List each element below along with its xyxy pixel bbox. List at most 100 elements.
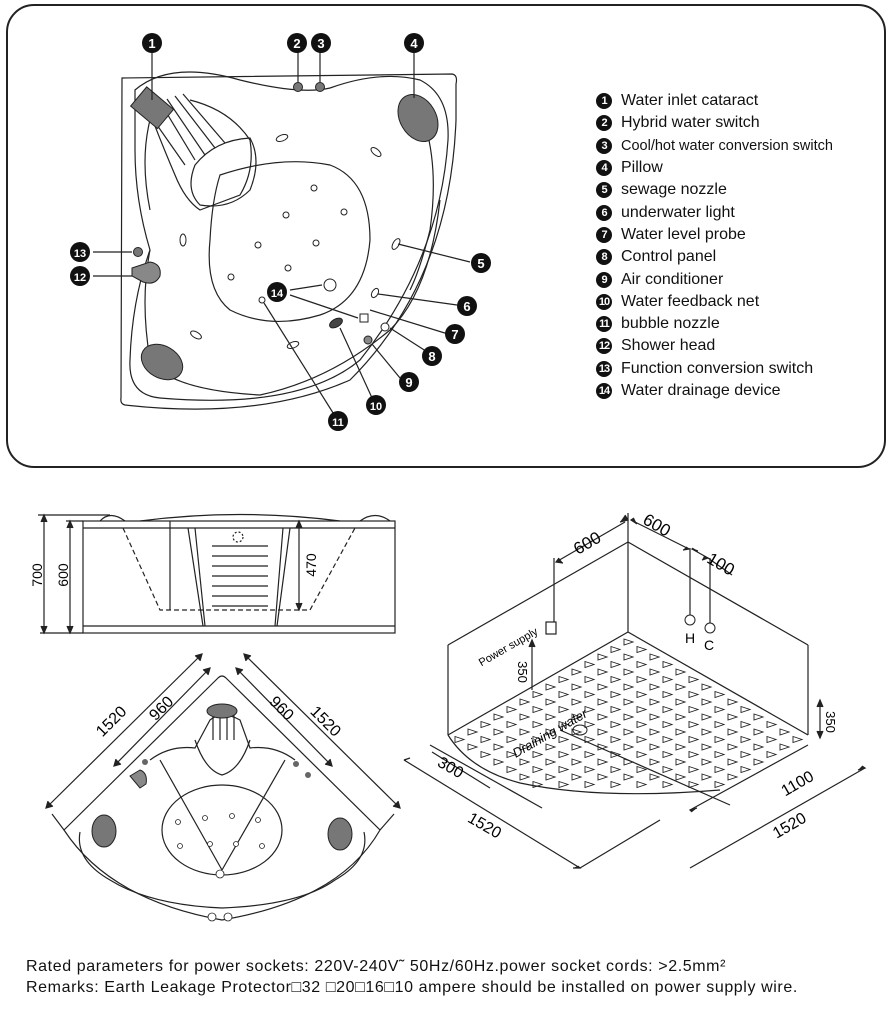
floor-triangle <box>675 698 687 706</box>
number-badge: 14 <box>596 383 612 399</box>
dim-960-right: 960 <box>266 693 297 724</box>
dim-960-left: 960 <box>146 693 177 724</box>
floor-triangle <box>610 780 622 789</box>
floor-triangle <box>675 668 687 676</box>
floor-triangle <box>623 668 635 676</box>
floor-triangle <box>714 765 726 774</box>
floor-triangle <box>636 660 648 669</box>
water-level-probe <box>359 313 369 323</box>
floor-triangle <box>649 713 661 721</box>
floor-triangle <box>649 683 661 691</box>
callout-8: 8 <box>422 346 442 366</box>
number-badge: 6 <box>596 204 612 221</box>
floor-triangle <box>714 690 726 699</box>
floor-triangle <box>480 720 492 729</box>
floor-triangle <box>584 660 596 669</box>
air-conditioner <box>363 335 373 345</box>
floor-triangle <box>610 750 622 759</box>
power-rating-note: Rated parameters for power sockets: 220V… <box>26 958 727 975</box>
dim-300: 300 <box>434 754 466 782</box>
floor-triangle <box>623 728 635 736</box>
hot-water-outlet <box>684 614 696 626</box>
legend-label: Pillow <box>621 159 663 177</box>
floor-triangle <box>688 720 700 729</box>
floor-triangle <box>688 765 700 774</box>
floor-triangle <box>688 705 700 714</box>
number-badge: 13 <box>596 360 612 377</box>
floor-triangle <box>701 773 713 781</box>
floor-triangle <box>597 713 609 721</box>
floor-triangle <box>753 728 765 736</box>
floor-triangle <box>597 728 609 736</box>
pillow-left-2 <box>91 814 117 848</box>
shower-head <box>131 261 161 284</box>
floor-triangle <box>649 668 661 676</box>
floor-triangle <box>727 728 739 736</box>
drain-device <box>323 278 337 292</box>
floor-triangle <box>792 735 804 744</box>
floor-triangle <box>545 713 557 721</box>
floor-triangle <box>727 758 739 766</box>
legend-label: Function conversion switch <box>621 359 814 377</box>
floor-triangle <box>675 758 687 766</box>
floor-triangle <box>519 773 531 781</box>
floor-triangle <box>532 765 544 774</box>
floor-triangle <box>597 668 609 676</box>
dim-100: 100 <box>704 549 738 580</box>
floor-triangle <box>597 683 609 691</box>
floor-triangle <box>506 720 518 729</box>
floor-triangle <box>740 735 752 744</box>
callout-2: 2 <box>287 33 307 53</box>
legend-label: Water drainage device <box>621 382 781 399</box>
floor-triangle <box>779 743 791 751</box>
floor-triangle <box>714 750 726 759</box>
floor-triangle <box>701 758 713 766</box>
floor-triangle <box>623 698 635 706</box>
number-badge: 11 <box>596 316 612 333</box>
legend-label: Shower head <box>621 337 716 355</box>
floor-triangle <box>610 765 622 774</box>
pillow-right <box>397 94 439 142</box>
dim-350-power: 350 <box>515 661 530 683</box>
floor-triangle <box>506 765 518 774</box>
floor-triangle <box>623 713 635 721</box>
floor-triangle <box>623 773 635 781</box>
dim-700: 700 <box>29 563 45 587</box>
dim-1100: 1100 <box>779 768 817 800</box>
side-view <box>38 513 396 635</box>
floor-triangle <box>597 743 609 751</box>
components-panel <box>6 4 886 468</box>
floor-triangle <box>532 750 544 759</box>
floor-triangle <box>727 743 739 751</box>
floor-triangle <box>636 750 648 759</box>
floor-triangle <box>558 675 570 684</box>
floor-triangle <box>766 735 778 744</box>
legend-label: Water feedback net <box>621 292 760 310</box>
floor-triangle <box>558 735 570 744</box>
legend-label: Water inlet cataract <box>621 92 759 110</box>
svg-text:6: 6 <box>463 299 470 314</box>
pillow-left <box>140 343 184 381</box>
tub-outer-frame <box>120 73 458 410</box>
callout-1: 1 <box>142 33 162 53</box>
floor-triangle <box>519 728 531 736</box>
floor-triangle <box>701 713 713 721</box>
number-badge: 12 <box>596 338 612 355</box>
floor-triangle <box>610 660 622 669</box>
floor-triangle <box>545 698 557 706</box>
water-feedback-net <box>329 317 343 329</box>
floor-triangle <box>584 675 596 684</box>
floor-triangle <box>662 735 674 744</box>
legend-label: Control panel <box>621 248 717 266</box>
floor-triangle <box>662 675 674 684</box>
floor-triangle <box>584 735 596 744</box>
floor-triangle <box>649 698 661 706</box>
callout-13: 13 <box>70 242 90 262</box>
floor-triangle <box>545 773 557 781</box>
